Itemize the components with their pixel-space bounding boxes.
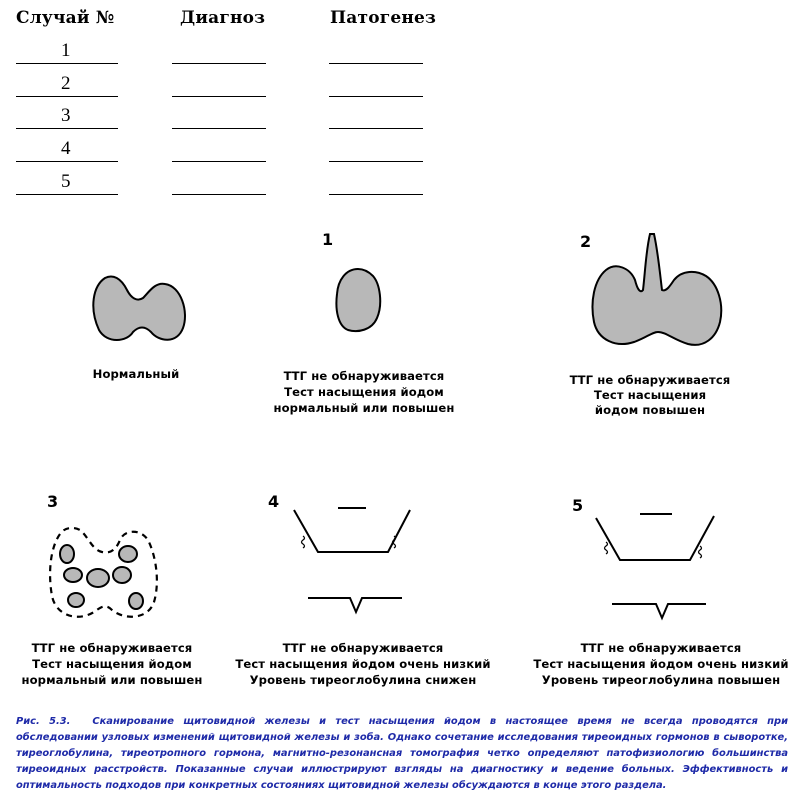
case-1-hot-nodule-scan: [335, 267, 382, 333]
case-3-multinodular-goiter-scan: [48, 526, 158, 618]
normal-thyroid-scan: [92, 275, 186, 341]
finding-line: Тест насыщения йодом: [284, 385, 444, 399]
finding-line: нормальный или повышен: [21, 673, 203, 687]
case-5-number: 5: [572, 496, 584, 515]
finding-line: ТТГ не обнаруживается: [580, 641, 742, 655]
header-pathogenesis: Патогенез: [330, 8, 437, 28]
case-2-number: 2: [580, 232, 592, 251]
finding-line: йодом повышен: [594, 403, 706, 417]
diagnosis-blank[interactable]: [172, 128, 266, 129]
case-blank-line: [16, 63, 118, 64]
figure-caption: Рис. 5.3.Сканирование щитовидной железы …: [16, 714, 788, 794]
case-2-diffuse-goiter-scan: [591, 233, 723, 346]
diagnosis-blank[interactable]: [172, 63, 266, 64]
case-number: 1: [61, 40, 71, 61]
case-number: 3: [61, 105, 71, 126]
finding-line: Уровень тиреоглобулина повышен: [541, 673, 781, 687]
pathogenesis-blank[interactable]: [329, 63, 423, 64]
case-4-number: 4: [268, 492, 280, 511]
case-number: 2: [61, 73, 71, 94]
nodules: [59, 544, 144, 610]
case-number: 4: [61, 138, 71, 159]
finding-line: Тест насыщения йодом очень низкий: [533, 657, 789, 671]
normal-label: Нормальный: [92, 367, 180, 381]
finding-line: Уровень тиреоглобулина снижен: [249, 673, 477, 687]
case-blank-line: [16, 194, 118, 195]
finding-line: ТТГ не обнаруживается: [31, 641, 193, 655]
header-diagnosis: Диагноз: [180, 8, 266, 28]
diagnosis-blank[interactable]: [172, 194, 266, 195]
pathogenesis-blank[interactable]: [329, 96, 423, 97]
pathogenesis-blank[interactable]: [329, 161, 423, 162]
finding-line: ТТГ не обнаруживается: [282, 641, 444, 655]
case-3-number: 3: [47, 492, 59, 511]
pathogenesis-blank[interactable]: [329, 128, 423, 129]
finding-line: Тест насыщения йодом: [32, 657, 192, 671]
diagnosis-blank[interactable]: [172, 96, 266, 97]
figure-number: Рис. 5.3.: [16, 716, 71, 727]
finding-line: нормальный или повышен: [273, 401, 455, 415]
finding-line: Тест насыщения йодом очень низкий: [235, 657, 491, 671]
diagnosis-blank[interactable]: [172, 161, 266, 162]
case-5-low-uptake-scan: [595, 513, 715, 621]
case-blank-line: [16, 96, 118, 97]
isthmus-marks: [603, 541, 703, 559]
case-blank-line: [16, 128, 118, 129]
pathogenesis-blank[interactable]: [329, 194, 423, 195]
header-case-number: Случай №: [16, 8, 115, 28]
case-1-number: 1: [322, 230, 334, 249]
finding-line: Тест насыщения: [593, 388, 707, 402]
finding-line: ТТГ не обнаруживается: [283, 369, 445, 383]
isthmus-marks: [300, 535, 397, 549]
finding-line: ТТГ не обнаруживается: [569, 373, 731, 387]
case-4-low-uptake-scan: [293, 507, 411, 615]
case-blank-line: [16, 161, 118, 162]
caption-text: Сканирование щитовидной железы и тест на…: [16, 716, 788, 791]
case-number: 5: [61, 171, 71, 192]
